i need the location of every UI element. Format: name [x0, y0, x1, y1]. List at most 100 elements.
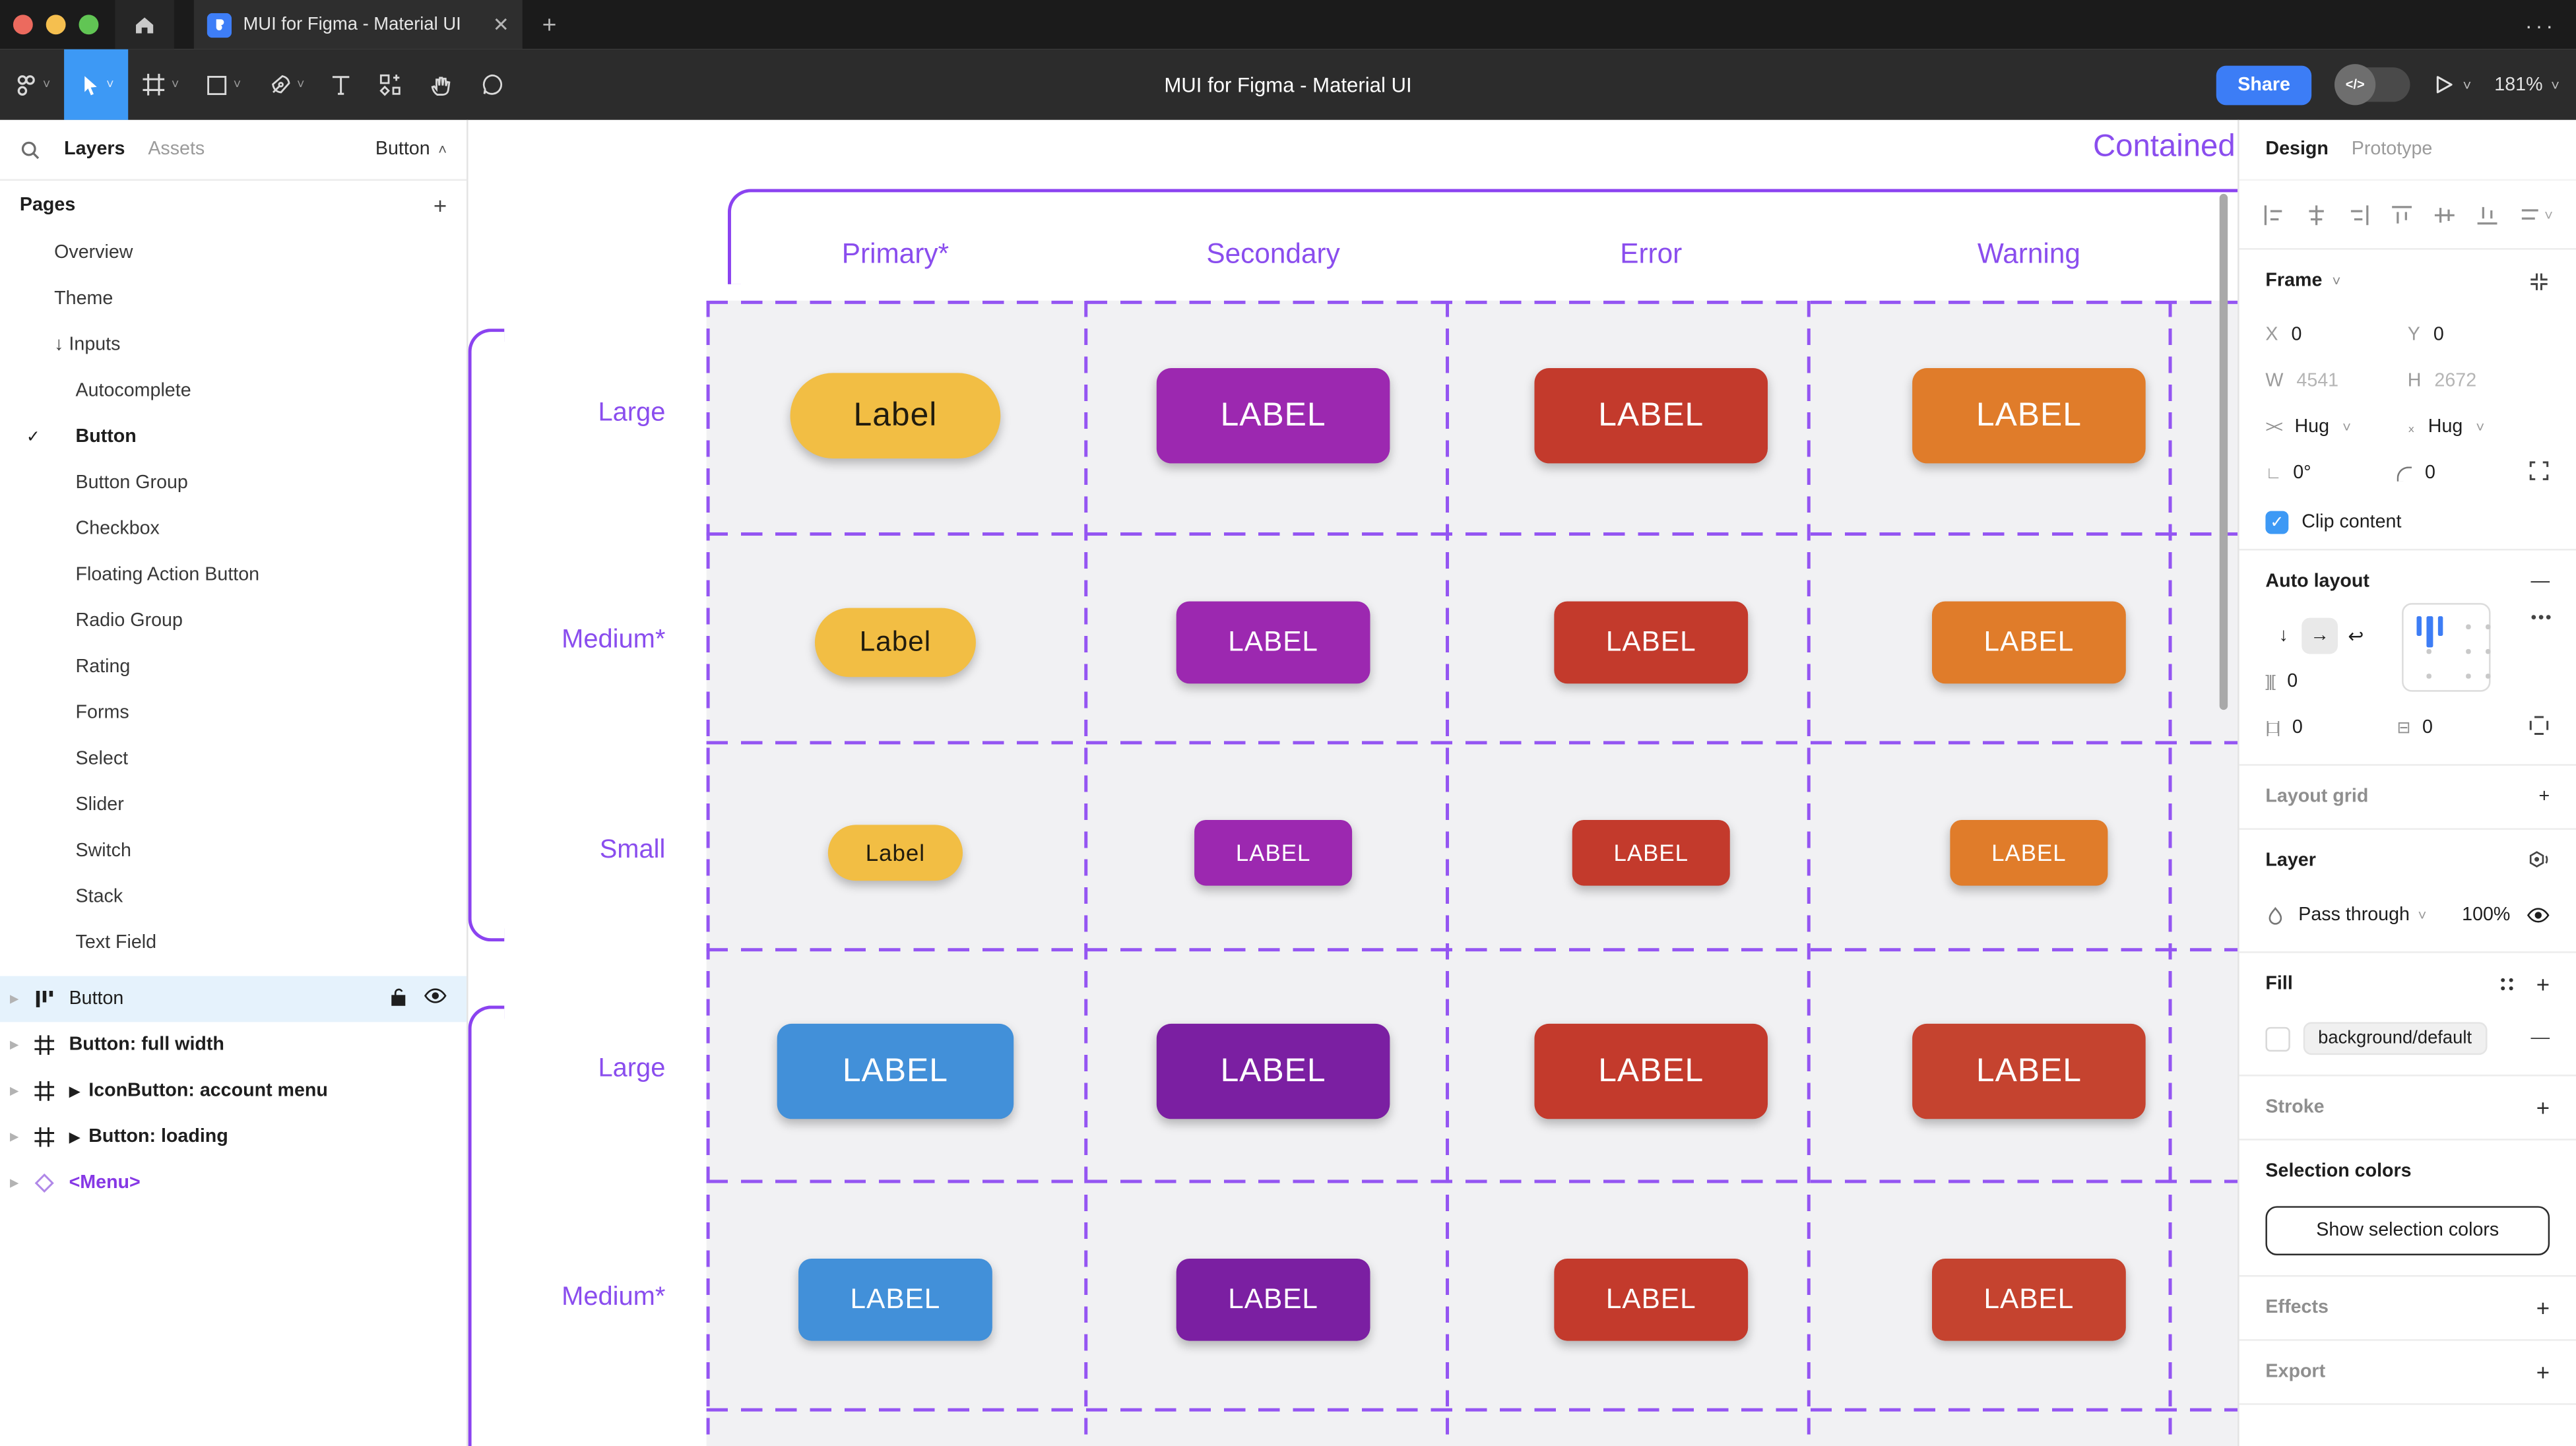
disclosure-triangle-icon[interactable]: ▶: [9, 993, 19, 1006]
page-item[interactable]: Theme: [0, 276, 467, 322]
page-item[interactable]: Autocomplete: [0, 368, 467, 414]
layout-wrap-button[interactable]: ↩: [2348, 627, 2364, 648]
mui-button-variant[interactable]: LABEL: [1534, 367, 1768, 464]
page-item[interactable]: Text Field: [0, 920, 467, 966]
mui-button-variant[interactable]: LABEL: [1156, 367, 1390, 464]
page-item[interactable]: Checkbox: [0, 506, 467, 552]
fill-color-swatch[interactable]: [2265, 1026, 2290, 1051]
collapse-icon[interactable]: [2528, 270, 2550, 292]
disclosure-triangle-icon[interactable]: ▶: [9, 1086, 19, 1098]
fill-token-chip[interactable]: background/default: [2303, 1022, 2487, 1055]
distribute-menu[interactable]: ˅: [2518, 203, 2553, 226]
gap-input[interactable]: 0: [2287, 672, 2298, 692]
x-input[interactable]: 0: [2291, 325, 2302, 346]
page-item[interactable]: Radio Group: [0, 598, 467, 644]
rotation-input[interactable]: 0°: [2293, 463, 2311, 484]
mui-button-variant[interactable]: LABEL: [1194, 819, 1353, 886]
mui-button-variant[interactable]: LABEL: [777, 1023, 1014, 1119]
align-h-center-icon[interactable]: [2305, 203, 2328, 226]
hug-height-select[interactable]: Hug: [2428, 417, 2463, 437]
layer-row[interactable]: ▶Button: [0, 976, 467, 1022]
page-item[interactable]: Button Group: [0, 460, 467, 506]
align-top-icon[interactable]: [2390, 203, 2413, 226]
tab-close-icon[interactable]: ✕: [492, 13, 509, 36]
mui-button-variant[interactable]: LABEL: [1176, 1259, 1370, 1341]
page-item[interactable]: Rating: [0, 644, 467, 690]
auto-layout-alignment-grid[interactable]: [2402, 603, 2491, 692]
page-item[interactable]: Slider: [0, 782, 467, 829]
add-page-button[interactable]: +: [433, 192, 447, 219]
page-selector[interactable]: Button ˄: [375, 139, 447, 160]
mui-button-variant[interactable]: LABEL: [1912, 1023, 2146, 1119]
independent-corners-icon[interactable]: [2528, 460, 2550, 481]
mui-button-variant[interactable]: LABEL: [1554, 601, 1749, 684]
mui-button-variant[interactable]: LABEL: [1912, 367, 2146, 464]
mui-button-variant[interactable]: LABEL: [1534, 1023, 1768, 1119]
dev-mode-toggle[interactable]: </>: [2334, 64, 2410, 106]
mui-button-variant[interactable]: Label: [814, 608, 976, 677]
page-item[interactable]: Select: [0, 736, 467, 782]
auto-layout-more-button[interactable]: •••: [2530, 610, 2554, 628]
add-layout-grid-button[interactable]: +: [2538, 787, 2550, 807]
mui-button-variant[interactable]: LABEL: [1932, 601, 2126, 684]
hand-tool-button[interactable]: [416, 55, 467, 114]
remove-auto-layout-button[interactable]: —: [2530, 571, 2550, 592]
home-tab-button[interactable]: [115, 0, 174, 49]
resources-tool-button[interactable]: [366, 55, 416, 114]
layer-row[interactable]: ▶▶IconButton: account menu: [0, 1068, 467, 1114]
new-tab-button[interactable]: +: [542, 11, 557, 39]
add-stroke-button[interactable]: +: [2536, 1094, 2550, 1121]
mui-button-variant[interactable]: LABEL: [1176, 601, 1370, 684]
window-overflow-menu[interactable]: ···: [2525, 12, 2557, 38]
layout-horizontal-button[interactable]: →: [2302, 617, 2338, 654]
frame-section-title[interactable]: Frame: [2265, 270, 2323, 291]
window-minimize-button[interactable]: [46, 15, 66, 35]
page-item[interactable]: ✓Button: [0, 414, 467, 460]
text-tool-button[interactable]: [317, 55, 365, 114]
pen-tool-button[interactable]: ˅: [254, 55, 317, 114]
mui-button-variant[interactable]: LABEL: [1572, 819, 1730, 886]
page-item[interactable]: Stack: [0, 874, 467, 920]
corner-radius-input[interactable]: 0: [2424, 463, 2435, 484]
styles-icon[interactable]: [2497, 974, 2517, 994]
eye-icon[interactable]: [2527, 907, 2550, 924]
disclosure-triangle-icon[interactable]: ▶: [9, 1132, 19, 1144]
tab-assets[interactable]: Assets: [148, 139, 205, 160]
show-selection-colors-button[interactable]: Show selection colors: [2265, 1206, 2550, 1256]
clip-content-checkbox[interactable]: ✓: [2265, 511, 2289, 534]
add-export-button[interactable]: +: [2536, 1358, 2550, 1385]
tab-design[interactable]: Design: [2265, 139, 2329, 160]
mui-button-variant[interactable]: LABEL: [1156, 1023, 1390, 1119]
window-zoom-button[interactable]: [79, 15, 99, 35]
layer-row[interactable]: ▶<Menu>: [0, 1160, 467, 1207]
align-v-center-icon[interactable]: [2433, 203, 2456, 226]
page-item[interactable]: ↓ Inputs: [0, 322, 467, 368]
remove-fill-button[interactable]: —: [2530, 1028, 2550, 1049]
page-item[interactable]: Floating Action Button: [0, 552, 467, 598]
search-icon[interactable]: [20, 139, 41, 160]
add-effect-button[interactable]: +: [2536, 1294, 2550, 1321]
page-item[interactable]: Overview: [0, 230, 467, 276]
shape-tool-button[interactable]: ˅: [192, 55, 254, 114]
layout-vertical-button[interactable]: ↓: [2278, 626, 2288, 646]
blend-mode-select[interactable]: Pass through: [2298, 905, 2410, 926]
canvas-scrollbar[interactable]: [2219, 193, 2228, 710]
opacity-input[interactable]: 100%: [2462, 905, 2511, 926]
mui-button-variant[interactable]: Label: [790, 373, 1001, 458]
layer-row[interactable]: ▶▶Button: loading: [0, 1114, 467, 1160]
page-item[interactable]: Switch: [0, 828, 467, 874]
window-close-button[interactable]: [13, 15, 33, 35]
present-button[interactable]: ˅: [2433, 74, 2471, 95]
y-input[interactable]: 0: [2433, 325, 2444, 346]
horizontal-padding-input[interactable]: 0: [2292, 718, 2303, 738]
layer-row[interactable]: ▶Button: full width: [0, 1022, 467, 1068]
mui-button-variant[interactable]: Label: [827, 825, 963, 881]
disclosure-triangle-icon[interactable]: ▶: [9, 1178, 19, 1190]
align-bottom-icon[interactable]: [2476, 203, 2499, 226]
zoom-menu[interactable]: 181% ˅: [2494, 75, 2560, 94]
page-item[interactable]: Forms: [0, 690, 467, 736]
share-button[interactable]: Share: [2216, 65, 2312, 105]
main-menu-button[interactable]: ˅: [0, 55, 63, 114]
frame-tool-button[interactable]: ˅: [129, 55, 192, 114]
